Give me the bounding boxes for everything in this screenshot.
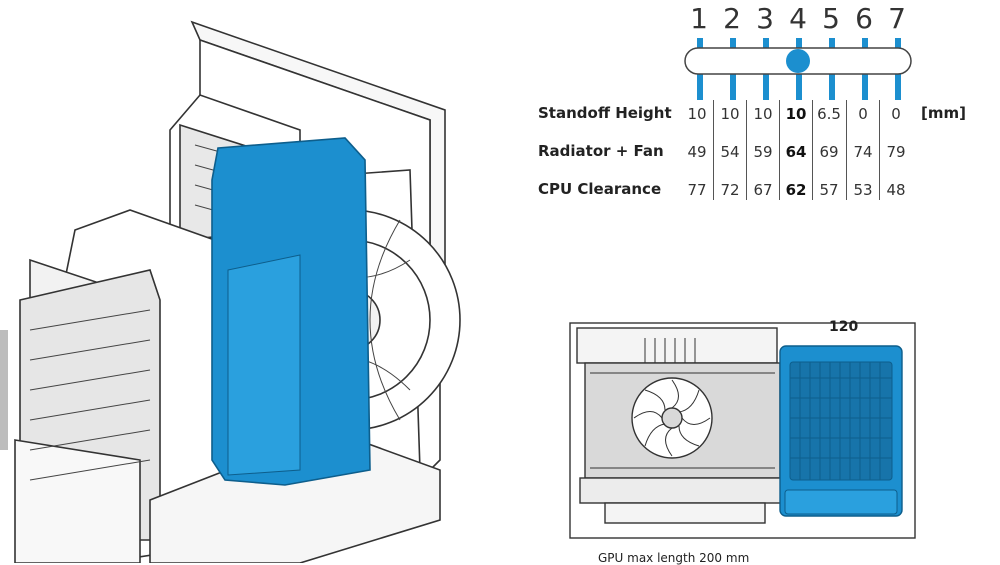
gpu-max-length-caption: GPU max length 200 mm: [598, 551, 750, 565]
table-cell: 6.5: [817, 105, 841, 123]
position-number: 1: [690, 2, 708, 35]
table-cell: 72: [720, 181, 740, 199]
table-cell: 48: [886, 181, 906, 199]
row-label-standoff-height: Standoff Height: [538, 104, 672, 122]
table-cell: 79: [886, 143, 906, 161]
row-label-cpu-clearance: CPU Clearance: [538, 180, 662, 198]
unit-label: [mm]: [921, 104, 966, 122]
table-cell: 77: [687, 181, 707, 199]
position-number: 5: [822, 2, 840, 35]
position-number: 3: [756, 2, 774, 35]
table-cell: 57: [819, 181, 839, 199]
table-cell-selected: 64: [785, 143, 807, 161]
table-cell: 54: [720, 143, 740, 161]
table-cell: 49: [687, 143, 707, 161]
table-cell: 0: [891, 105, 901, 123]
table-cell: 10: [687, 105, 707, 123]
case-isometric-illustration: [0, 20, 461, 563]
table-cell-selected: 10: [785, 105, 807, 123]
standoff-position-slider: [684, 38, 912, 100]
table-cell: 74: [853, 143, 873, 161]
table-cell: 53: [853, 181, 873, 199]
table-cell-selected: 62: [785, 181, 807, 199]
table-cell: 67: [753, 181, 773, 199]
position-number: 6: [855, 2, 873, 35]
position-number: 7: [888, 2, 906, 35]
table-cell: 59: [753, 143, 773, 161]
table-cell: 10: [720, 105, 740, 123]
table-cell: 0: [858, 105, 868, 123]
radiator-size-label: 120: [829, 319, 859, 335]
case-side-view-illustration: [569, 322, 916, 539]
row-label-radiator-fan: Radiator + Fan: [538, 142, 664, 160]
table-cell: 10: [753, 105, 773, 123]
position-number: 2: [723, 2, 741, 35]
position-number: 4: [789, 2, 807, 35]
table-cell: 69: [819, 143, 839, 161]
